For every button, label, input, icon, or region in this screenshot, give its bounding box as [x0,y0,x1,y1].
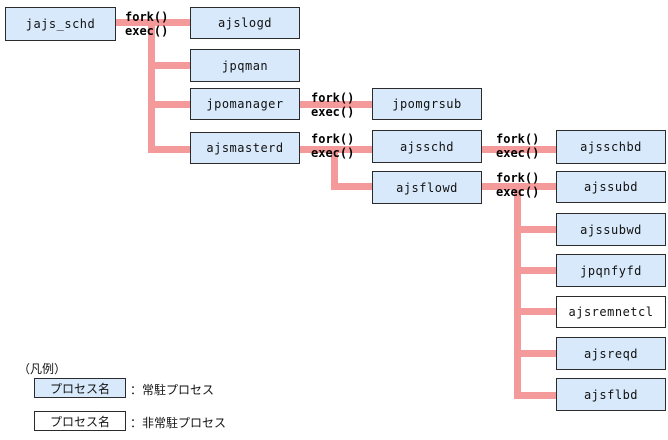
connector [148,101,192,108]
exec-label: exec() [496,146,540,160]
fork-exec-label: fork() exec() [125,10,168,38]
connector [148,19,155,153]
connector [514,308,558,315]
connector [514,267,558,274]
fork-label: fork() [496,132,540,146]
process-jajs-schd: jajs_schd [5,7,116,41]
process-ajssubwd: ajssubwd [556,213,666,246]
legend-nonresident-text: ：非常駐プロセス [130,416,227,430]
legend-resident-text: ：常駐プロセス [130,383,215,397]
connector [331,183,374,190]
connector [514,392,558,399]
legend-resident-swatch: プロセス名 [34,378,126,398]
fork-exec-label: fork() exec() [496,132,539,160]
connector [514,183,521,399]
process-ajsmasterd: ajsmasterd [190,132,300,164]
process-ajsschbd: ajsschbd [556,130,666,164]
exec-label: exec() [496,185,540,199]
legend-nonresident-swatch: プロセス名 [34,411,126,431]
fork-label: fork() [125,10,169,24]
fork-label: fork() [311,132,355,146]
exec-label: exec() [125,24,169,38]
process-jpqman: jpqman [190,49,300,82]
connector [514,226,558,233]
connector [148,146,192,153]
process-ajsreqd: ajsreqd [556,337,666,370]
process-ajsflowd: ajsflowd [372,171,482,204]
connector [482,146,558,153]
process-ajsflbd: ajsflbd [556,378,666,411]
fork-exec-label: fork() exec() [311,132,354,160]
fork-label: fork() [496,171,540,185]
exec-label: exec() [311,146,355,160]
process-ajsremnetcl: ajsremnetcl [556,296,666,328]
process-ajslogd: ajslogd [190,7,300,39]
fork-exec-label: fork() exec() [311,91,354,119]
exec-label: exec() [311,105,355,119]
fork-exec-label: fork() exec() [496,171,539,199]
process-jpomgrsub: jpomgrsub [372,88,482,120]
fork-label: fork() [311,91,355,105]
connector [300,101,374,108]
process-jpomanager: jpomanager [190,88,300,120]
connector [514,350,558,357]
process-jpqnfyfd: jpqnfyfd [556,254,666,287]
connector [148,62,192,69]
process-ajssubd: ajssubd [556,171,666,203]
legend-title: （凡例） [18,362,67,376]
process-ajsschd: ajsschd [372,130,482,163]
connector [331,146,338,190]
